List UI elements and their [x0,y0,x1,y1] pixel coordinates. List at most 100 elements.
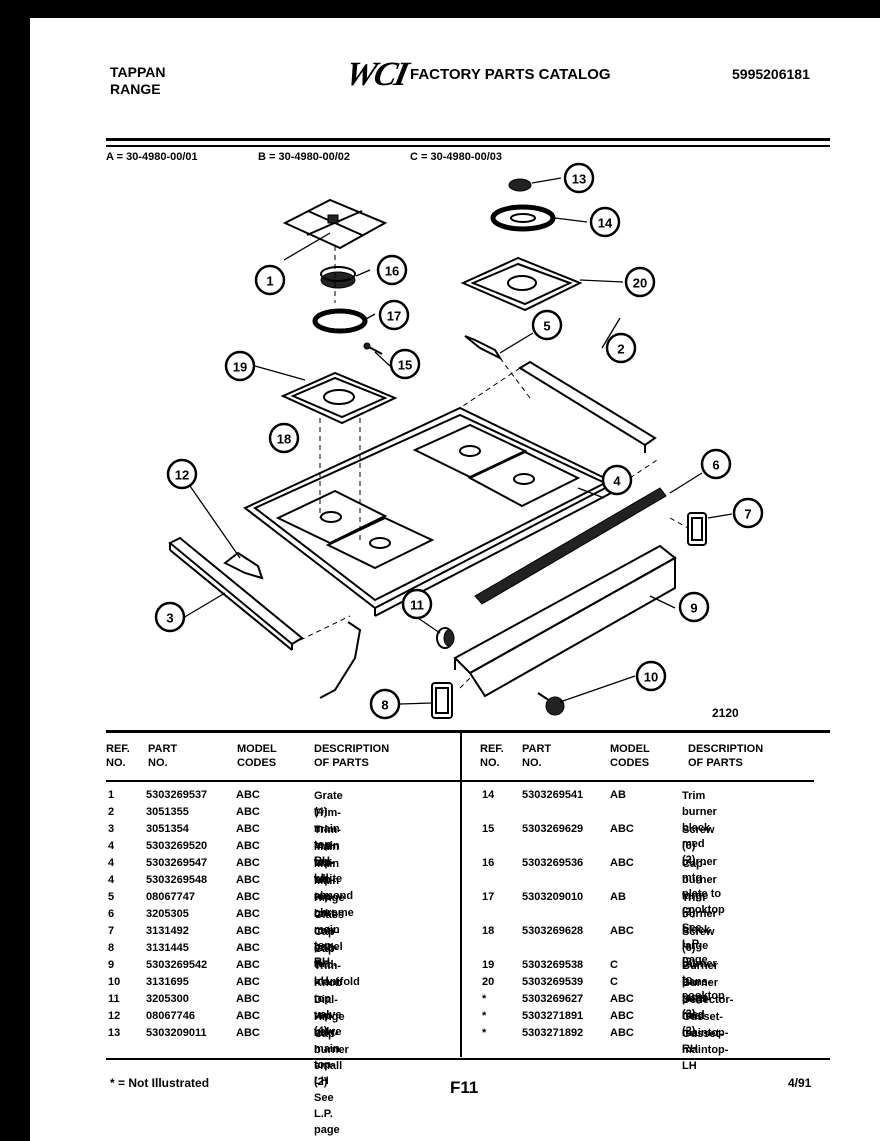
cell-model: AB [610,891,626,903]
cell-ref: 18 [482,925,495,937]
cell-model: ABC [236,789,260,801]
cell-part: 3131695 [146,976,189,988]
cell-model: ABC [610,1010,634,1022]
model-code-c: C = 30-4980-00/03 [410,151,503,163]
cell-model: ABC [236,1010,260,1022]
cell-part: 5303269629 [522,823,584,835]
revision-date: 4/91 [788,1076,812,1090]
cell-ref: 19 [482,959,495,971]
svg-text:16: 16 [385,264,399,279]
cell-desc: Grate (4) [314,790,343,818]
cell-part: 5303269547 [146,857,208,869]
callout-13: 13 [563,162,595,194]
cell-ref: 9 [108,959,115,971]
cell-desc: Main top-almond [314,858,354,902]
hinge-bracket-lh-part [223,551,264,580]
left-header-rule [106,780,460,782]
cell-ref: 14 [482,789,495,801]
table-bottom-rule [106,1058,830,1060]
screw-part [363,342,383,355]
cell-model: ABC [236,823,260,835]
svg-text:18: 18 [277,432,291,447]
right-header-rule [462,780,814,782]
cell-desc: Dial-top valve [314,994,342,1038]
cell-ref: 17 [482,891,495,903]
cell-ref: 8 [108,942,115,954]
header-ref: REF. NO. [106,743,130,769]
leader-lines [182,177,733,705]
end-cap-lh-part [431,682,453,719]
cell-model: ABC [610,823,634,835]
header-rule-thick [106,138,830,141]
cell-ref: * [482,1010,487,1022]
cell-ref: 4 [108,840,115,852]
trim-rh-part [518,360,657,453]
cell-model: ABC [236,959,260,971]
cell-model: ABC [236,840,260,852]
callout-12: 12 [166,458,198,490]
cell-desc: Trim burner black med (2) [682,790,717,866]
cell-ref: 4 [108,874,115,886]
callout-20: 20 [624,266,656,298]
brand-name: TAPPAN [110,64,166,80]
cell-desc: Deflector-heat [682,994,734,1022]
cell-part: 5303269536 [522,857,584,869]
callout-7: 7 [732,497,764,529]
cell-part: 5303269627 [522,993,584,1005]
cell-desc: Trim-main top-RH [314,807,341,867]
cell-part: 5303209011 [146,1027,207,1039]
svg-text:8: 8 [381,698,388,713]
cell-ref: 16 [482,857,495,869]
svg-text:20: 20 [633,276,647,291]
cell-model: ABC [236,891,260,903]
burner-pan-large-part [280,371,398,425]
svg-text:12: 12 [175,468,189,483]
cell-model: ABC [236,857,260,869]
callout-2: 2 [605,332,637,364]
burner-cap-large-part [320,266,356,289]
callout-18: 18 [268,422,300,454]
model-code-a: A = 30-4980-00/01 [106,151,198,163]
glass-panel-part [474,487,667,605]
manifold-trim-part [453,544,677,698]
cell-part: 3051354 [146,823,189,835]
trim-lh-part [168,536,304,651]
cell-ref: 12 [108,1010,121,1022]
cell-part: 5303271892 [522,1027,584,1039]
table-divider [460,733,462,1057]
catalog-page: TAPPAN RANGE WCI FACTORY PARTS CATALOG 5… [30,18,880,1141]
cell-part: 3051355 [146,806,189,818]
cell-part: 5303271891 [522,1010,584,1022]
cell-model: ABC [236,993,260,1005]
cell-part: 5303269520 [146,840,208,852]
callout-5: 5 [531,309,563,341]
dial-part [436,627,455,649]
svg-text:2: 2 [617,342,624,357]
svg-text:17: 17 [387,309,401,324]
catalog-number: 5995206181 [732,66,810,82]
cell-ref: 3 [108,823,115,835]
cell-ref: 5 [108,891,115,903]
table-top-rule [106,730,830,733]
cell-model: ABC [236,1027,260,1039]
svg-text:9: 9 [690,601,697,616]
cell-desc: Knob top valve (4) [314,977,343,1037]
cell-desc: Screw (6) burner to cooktop [682,926,725,1002]
hinge-bracket-rh-part [464,335,503,361]
cell-model: ABC [236,874,260,886]
cell-desc: Gusset-maintop-LH [682,1028,729,1072]
footnote: * = Not Illustrated [110,1076,210,1090]
cell-desc: Hinge brkt-main top-RH [314,892,345,968]
cell-part: 5303209010 [522,891,584,903]
brand-block: TAPPAN RANGE [110,64,165,98]
cell-model: AB [610,789,626,801]
catalog-title: FACTORY PARTS CATALOG [410,66,611,83]
svg-text:14: 14 [598,216,613,231]
callout-14: 14 [589,206,621,238]
header-model-right: MODEL CODES [610,743,650,769]
cell-desc: Cap-end-LH [314,943,339,987]
product-type: RANGE [110,81,161,97]
svg-text:11: 11 [410,598,424,613]
knob-part [537,692,565,716]
